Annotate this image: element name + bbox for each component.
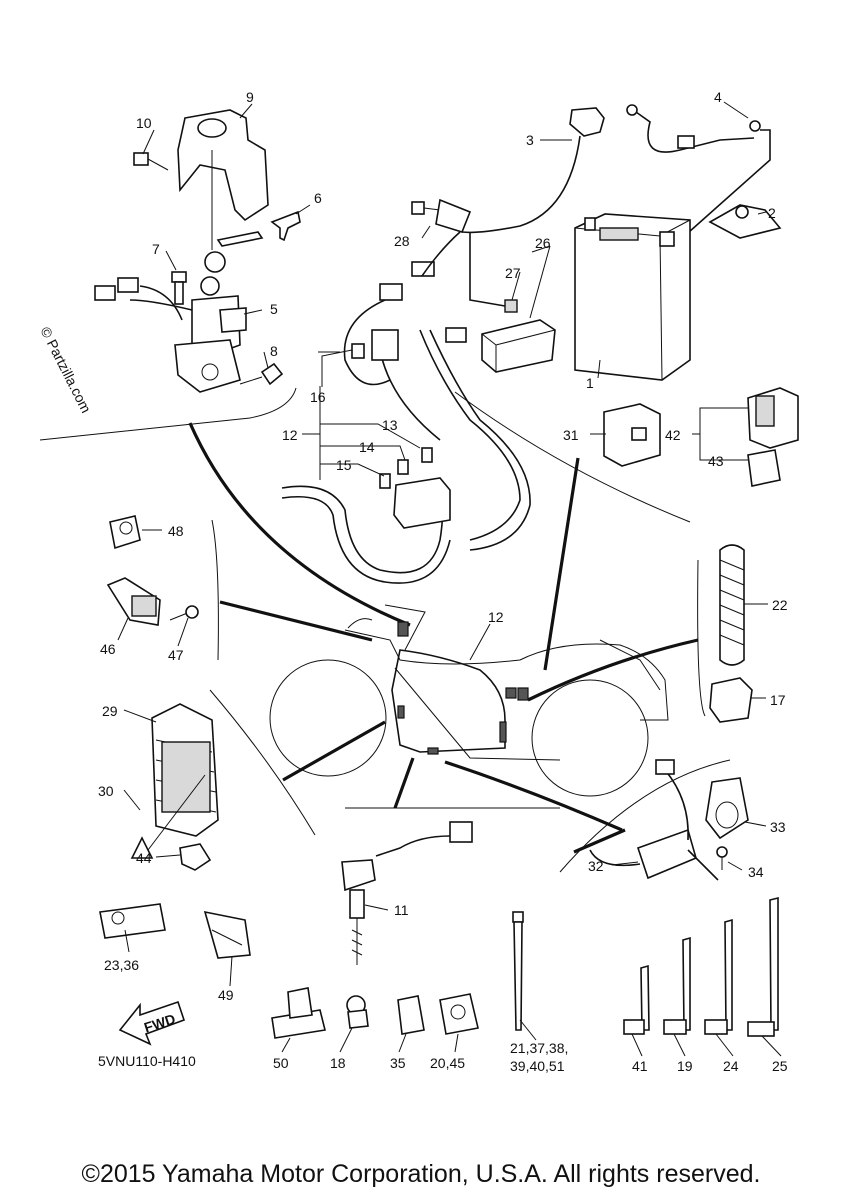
- label-12: 12: [488, 609, 504, 625]
- label-44: 44: [136, 850, 152, 866]
- label-39-40-51: 39,40,51: [510, 1058, 565, 1074]
- label-42: 42: [665, 427, 681, 443]
- label-7: 7: [152, 241, 160, 257]
- label-15: 15: [336, 457, 352, 473]
- label-20-45: 20,45: [430, 1055, 465, 1071]
- sensor-46: [106, 577, 161, 626]
- clamp-18: [346, 995, 369, 1029]
- label-43: 43: [708, 453, 724, 469]
- motorcycle-silhouette: [269, 604, 669, 797]
- wire-harness-inset: [281, 231, 531, 584]
- label-2: 2: [768, 205, 776, 221]
- clamp-20-45: [439, 993, 479, 1035]
- label-17: 17: [770, 692, 786, 708]
- relay-42: [747, 387, 799, 449]
- clamp-17: [709, 677, 753, 723]
- label-35: 35: [390, 1055, 406, 1071]
- starter-relay: [469, 232, 556, 373]
- label-12-inset: 12: [282, 427, 298, 443]
- leader-lines: [117, 101, 782, 1057]
- label-1: 1: [586, 375, 594, 391]
- clamp-35: [397, 995, 425, 1035]
- label-5: 5: [270, 301, 278, 317]
- label-48: 48: [168, 523, 184, 539]
- screw-47: [169, 605, 199, 621]
- label-32: 32: [588, 858, 604, 874]
- battery-lead-4: [626, 104, 771, 241]
- label-49: 49: [218, 987, 234, 1003]
- label-27: 27: [505, 265, 521, 281]
- label-10: 10: [136, 115, 152, 131]
- cover-43: [747, 449, 781, 487]
- screw-34: [716, 846, 728, 870]
- switch-11: [341, 821, 473, 965]
- label-50: 50: [273, 1055, 289, 1071]
- wire-sleeve-22: [719, 544, 745, 666]
- forward-arrow: FWD: [118, 1000, 186, 1046]
- label-8: 8: [270, 343, 278, 359]
- label-31: 31: [563, 427, 579, 443]
- label-29: 29: [102, 703, 118, 719]
- clamp-23-36: [99, 903, 166, 939]
- copyright-notice: ©2015 Yamaha Motor Corporation, U.S.A. A…: [81, 1160, 761, 1188]
- screw-7: [171, 271, 187, 305]
- label-23-36: 23,36: [104, 957, 139, 973]
- cable-tie-21: [512, 911, 524, 1031]
- diagram-code: 5VNU110-H410: [98, 1053, 196, 1069]
- cable-tie-24: [704, 918, 733, 1035]
- screw-8: [239, 362, 284, 386]
- label-46: 46: [100, 641, 116, 657]
- label-6: 6: [314, 190, 322, 206]
- cable-tie-41: [623, 964, 650, 1035]
- label-18: 18: [330, 1055, 346, 1071]
- bolt-10: [133, 152, 169, 171]
- label-4: 4: [714, 89, 722, 105]
- clamp-49: [203, 910, 251, 959]
- cover-33: [705, 777, 749, 840]
- label-16: 16: [310, 389, 326, 405]
- battery-cable-3: [461, 107, 605, 234]
- label-33: 33: [770, 819, 786, 835]
- label-28: 28: [394, 233, 410, 249]
- label-30: 30: [98, 783, 114, 799]
- label-11: 11: [394, 902, 409, 918]
- label-9: 9: [246, 89, 254, 105]
- label-41: 41: [632, 1058, 648, 1074]
- cable-tie-25: [747, 896, 779, 1037]
- clamp-48: [109, 515, 141, 550]
- group-divider-lines: [39, 351, 731, 873]
- label-22: 22: [772, 597, 788, 613]
- main-switch: [94, 251, 247, 393]
- label-19: 19: [677, 1058, 693, 1074]
- label-3: 3: [526, 132, 534, 148]
- label-14: 14: [359, 439, 375, 455]
- nut-30: [130, 774, 206, 859]
- part-labels: 9 10 6 7 5 8 3 4 2 1 28 26 27 16 12 13 1…: [98, 89, 788, 1074]
- clamp-44: [179, 843, 212, 871]
- watermark: © Partzilla.com: [37, 324, 94, 415]
- ignition-cover: [177, 109, 269, 250]
- label-26: 26: [535, 235, 551, 251]
- label-34: 34: [748, 864, 764, 880]
- rectifier-29: [151, 703, 219, 837]
- bolt-28: [411, 198, 472, 233]
- label-25: 25: [772, 1058, 788, 1074]
- relay-31: [603, 403, 661, 467]
- label-13: 13: [382, 417, 398, 433]
- cable-tie-19: [663, 936, 691, 1035]
- label-47: 47: [168, 647, 184, 663]
- battery: [574, 213, 691, 381]
- label-21-37-38: 21,37,38,: [510, 1040, 568, 1056]
- label-24: 24: [723, 1058, 739, 1074]
- key: [216, 210, 301, 247]
- clamp-50: [271, 987, 326, 1039]
- sensor-32: [589, 759, 719, 881]
